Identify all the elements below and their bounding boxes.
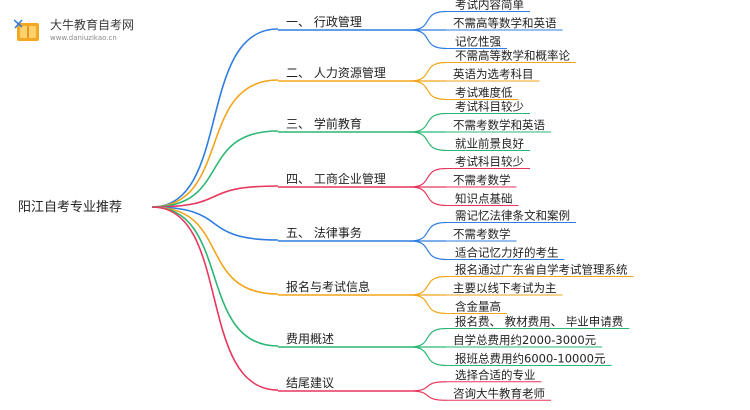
leaf-connector-6-3	[409, 294, 447, 315]
book-icon	[14, 19, 39, 41]
leaf-label: 英语为选考科目	[453, 67, 534, 81]
leaf-label: 考试科目较少	[455, 155, 524, 169]
leaf-label: 不需考数学	[453, 227, 511, 241]
branch-connector-3	[151, 130, 279, 208]
logo-url: www.daniuzikao.cn	[50, 34, 117, 42]
leaf-label: 适合记忆力好的考生	[455, 246, 559, 260]
leaf-label: 需记忆法律条文和案例	[455, 209, 570, 223]
leaf-label: 不需考数学和英语	[453, 118, 545, 132]
branch-label-7: 费用概述	[286, 332, 334, 346]
leaf-label: 自学总费用约2000-3000元	[453, 333, 597, 347]
leaf-connector-1-1	[409, 10, 447, 31]
branch-connector-5	[151, 206, 279, 241]
leaf-connector-3-1	[409, 112, 447, 133]
leaf-connector-1-3	[409, 29, 447, 50]
leaf-connector-7-1	[409, 327, 447, 348]
branch-label-2: 二、 人力资源管理	[286, 65, 386, 80]
leaf-label: 就业前景良好	[455, 137, 524, 151]
leaf-label: 报名费、 教材费用、 毕业申请费	[455, 315, 623, 329]
leaf-label: 考试难度低	[455, 86, 513, 100]
leaf-label: 考试内容简单	[455, 0, 524, 12]
leaf-connector-4-1	[409, 167, 447, 188]
leaf-connector-2-3	[409, 80, 447, 101]
branch-label-5: 五、 法律事务	[286, 225, 362, 240]
leaf-label: 记忆性强	[455, 35, 501, 49]
branch-connector-4	[151, 185, 279, 208]
branch-connector-1	[151, 28, 279, 208]
logo: 大牛教育自考网 www.daniuzikao.cn	[14, 14, 184, 50]
branch-label-8: 结尾建议	[286, 376, 334, 390]
leaf-connector-6-1	[409, 275, 447, 296]
leaf-label: 考试科目较少	[455, 100, 524, 114]
logo-title: 大牛教育自考网	[50, 18, 135, 32]
branch-connector-2	[151, 79, 279, 208]
leaf-connector-8-2	[409, 390, 447, 401]
leaf-connector-5-1	[409, 221, 447, 242]
branch-label-1: 一、 行政管理	[286, 14, 362, 29]
leaf-connector-5-3	[409, 240, 447, 261]
leaf-label: 不需考数学	[453, 173, 511, 187]
leaf-label: 不需高等数学和英语	[453, 16, 557, 30]
branch-label-3: 三、 学前教育	[286, 116, 362, 131]
branch-label-6: 报名与考试信息	[286, 279, 370, 294]
leaf-label: 不需高等数学和概率论	[455, 49, 570, 63]
leaf-label: 咨询大牛教育老师	[453, 386, 545, 400]
leaf-connector-3-3	[409, 131, 447, 152]
leaf-connector-2-1	[409, 61, 447, 82]
leaf-label: 主要以线下考试为主	[453, 281, 557, 295]
leaf-label: 知识点基础	[455, 192, 513, 206]
branch-connector-8	[151, 206, 279, 391]
leaf-connector-7-3	[409, 346, 447, 367]
leaf-label: 含金量高	[455, 300, 501, 314]
leaf-label: 报班总费用约6000-10000元	[455, 352, 606, 366]
leaf-label: 选择合适的专业	[455, 368, 536, 382]
branch-connector-6	[151, 206, 279, 295]
branch-connector-7	[151, 206, 279, 347]
branch-label-4: 四、 工商企业管理	[286, 171, 386, 186]
leaf-connector-4-3	[409, 186, 447, 207]
leaf-connector-8-1	[409, 381, 447, 392]
leaf-label: 报名通过广东省自学考试管理系统	[455, 263, 628, 277]
root-topic: 阳江自考专业推荐	[18, 200, 122, 215]
